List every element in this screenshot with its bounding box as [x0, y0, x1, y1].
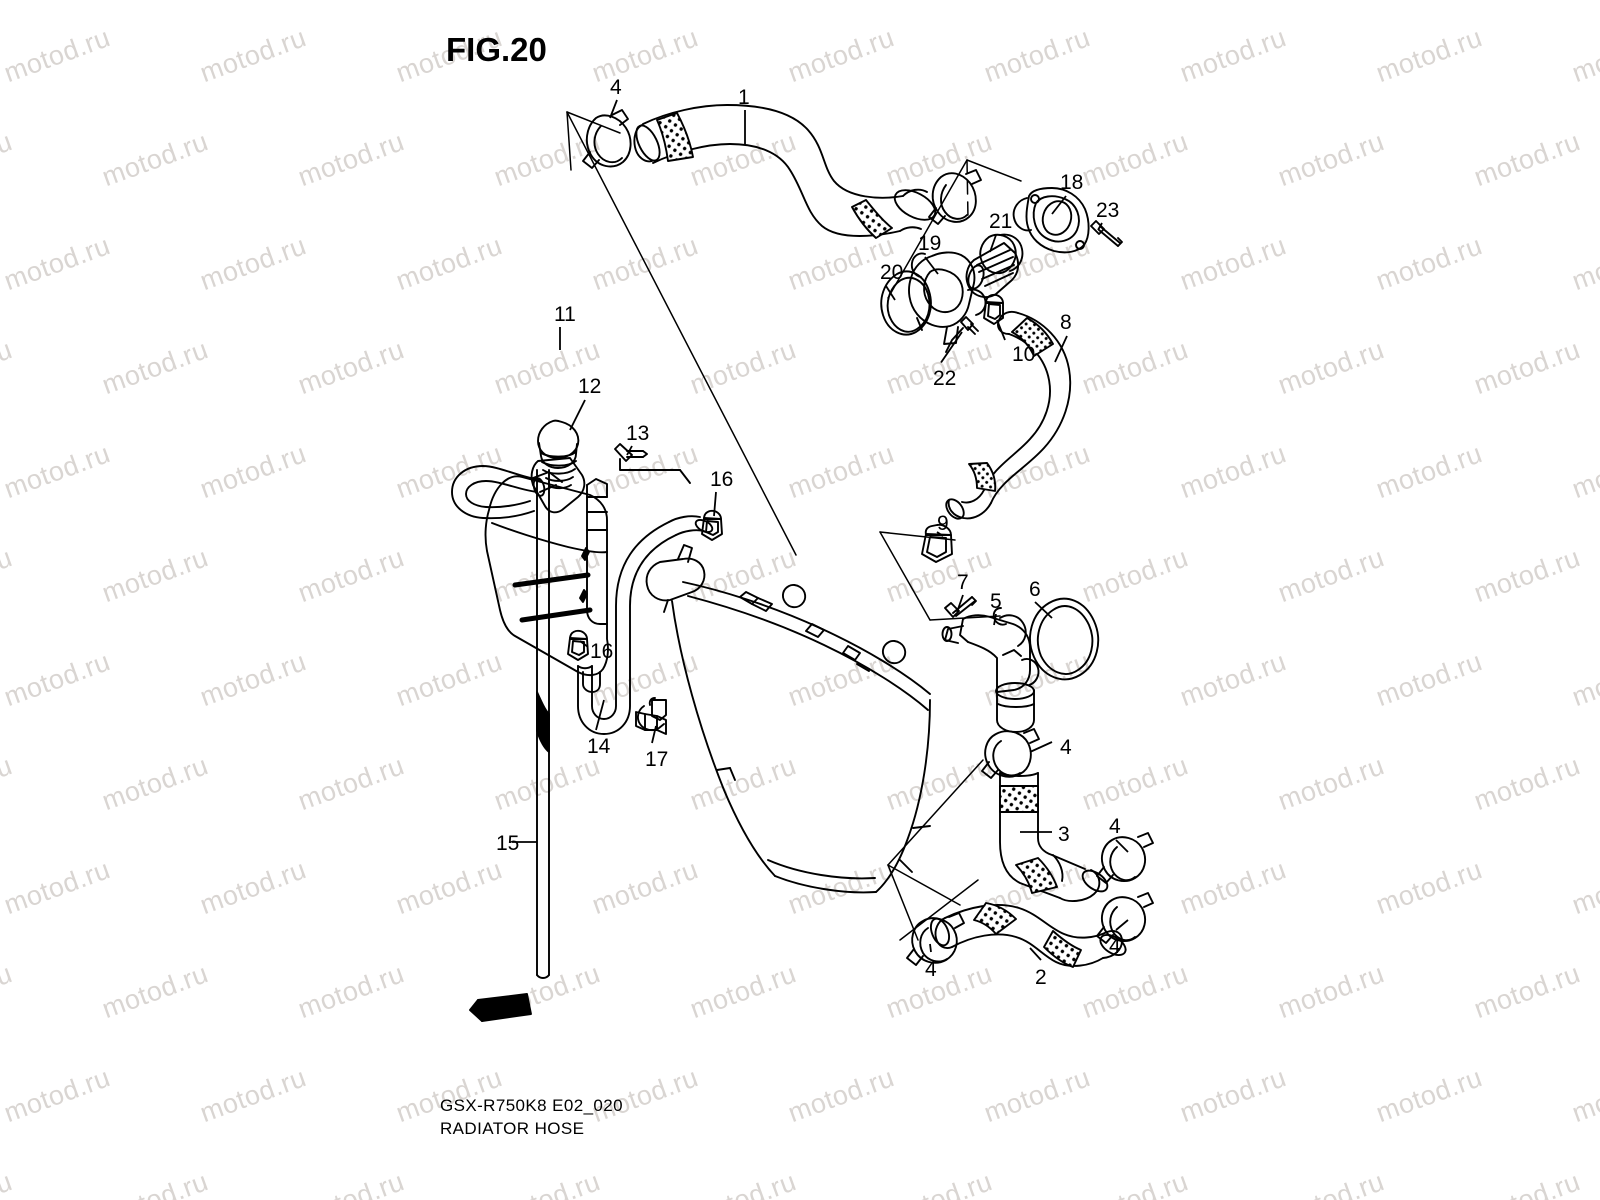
part-4-hose-clamp-bottom-left: [906, 912, 965, 966]
part-16-hose-clip-lower: [567, 629, 589, 661]
callout-number-19: 19: [918, 232, 942, 255]
part-5-water-union: [941, 607, 1040, 733]
callout-number-7: 7: [957, 571, 969, 594]
callout-number-18: 18: [1060, 171, 1084, 194]
part-4-hose-clamp-upper-left: [582, 109, 632, 169]
part-15-overflow-hose: [536, 469, 550, 979]
part-8-bypass-hose: [945, 310, 1072, 520]
callout-number-15: 15: [496, 832, 520, 855]
callout-number-23: 23: [1096, 199, 1120, 222]
callout-number-10: 10: [1012, 343, 1036, 366]
part-13-reservoir-bolt: [614, 443, 691, 484]
part-21-thermostat: [965, 233, 1024, 299]
part-1-radiator-inlet-hose: [633, 104, 937, 239]
figure-title: FIG.20: [446, 31, 547, 68]
part-3-radiator-hose-middle: [999, 772, 1109, 902]
part-4-hose-clamp-right-upper: [1096, 832, 1154, 884]
part-6-union-o-ring: [1029, 597, 1100, 681]
callout-number-4: 4: [1109, 935, 1121, 958]
radiator-body: [645, 544, 931, 894]
figure-caption-code: GSX-R750K8 E02_020: [440, 1096, 623, 1115]
part-4-hose-clamp-union: [981, 728, 1040, 779]
figure-caption-name: RADIATOR HOSE: [440, 1119, 585, 1138]
part-22-case-bolt: [945, 316, 979, 353]
callout-number-16: 16: [710, 468, 734, 491]
callout-number-12: 12: [578, 375, 602, 398]
callout-number-4: 4: [1060, 736, 1072, 759]
part-9-hose-clip: [921, 523, 953, 563]
callout-number-22: 22: [933, 367, 957, 390]
callout-number-4: 4: [610, 76, 622, 99]
callout-number-5: 5: [990, 590, 1002, 613]
callout-number-14: 14: [587, 735, 611, 758]
callout-number-9: 9: [937, 512, 949, 535]
callout-number-6: 6: [1029, 578, 1041, 601]
callout-number-16: 16: [590, 640, 614, 663]
callout-number-17: 17: [645, 748, 669, 771]
part-18-thermostat-cover: [1012, 187, 1090, 254]
part-4-hose-clamp-upper-right: [928, 169, 982, 225]
callout-number-1: 1: [738, 86, 750, 109]
callout-number-13: 13: [626, 422, 650, 445]
callout-number-20: 20: [880, 261, 904, 284]
part-23-cover-bolt: [1090, 220, 1123, 247]
callout-number-8: 8: [1060, 311, 1072, 334]
part-7-union-bolt: [944, 596, 977, 618]
part-17-hose-guide-clamp: [635, 697, 667, 735]
callout-number-3: 3: [1058, 823, 1070, 846]
callout-number-4: 4: [925, 958, 937, 981]
fwd-direction-marker: [469, 993, 532, 1022]
part-20-case-o-ring: [880, 270, 932, 336]
callout-number-11: 11: [554, 303, 576, 326]
part-4-hose-clamp-bottom-right: [1096, 892, 1154, 944]
part-2-radiator-outlet-hose: [929, 902, 1127, 968]
callout-number-21: 21: [989, 210, 1013, 233]
projection-lines: [566, 111, 1022, 941]
callout-number-2: 2: [1035, 966, 1047, 989]
part-12-reservoir-cap: [537, 419, 580, 490]
callout-number-4: 4: [1109, 815, 1121, 838]
